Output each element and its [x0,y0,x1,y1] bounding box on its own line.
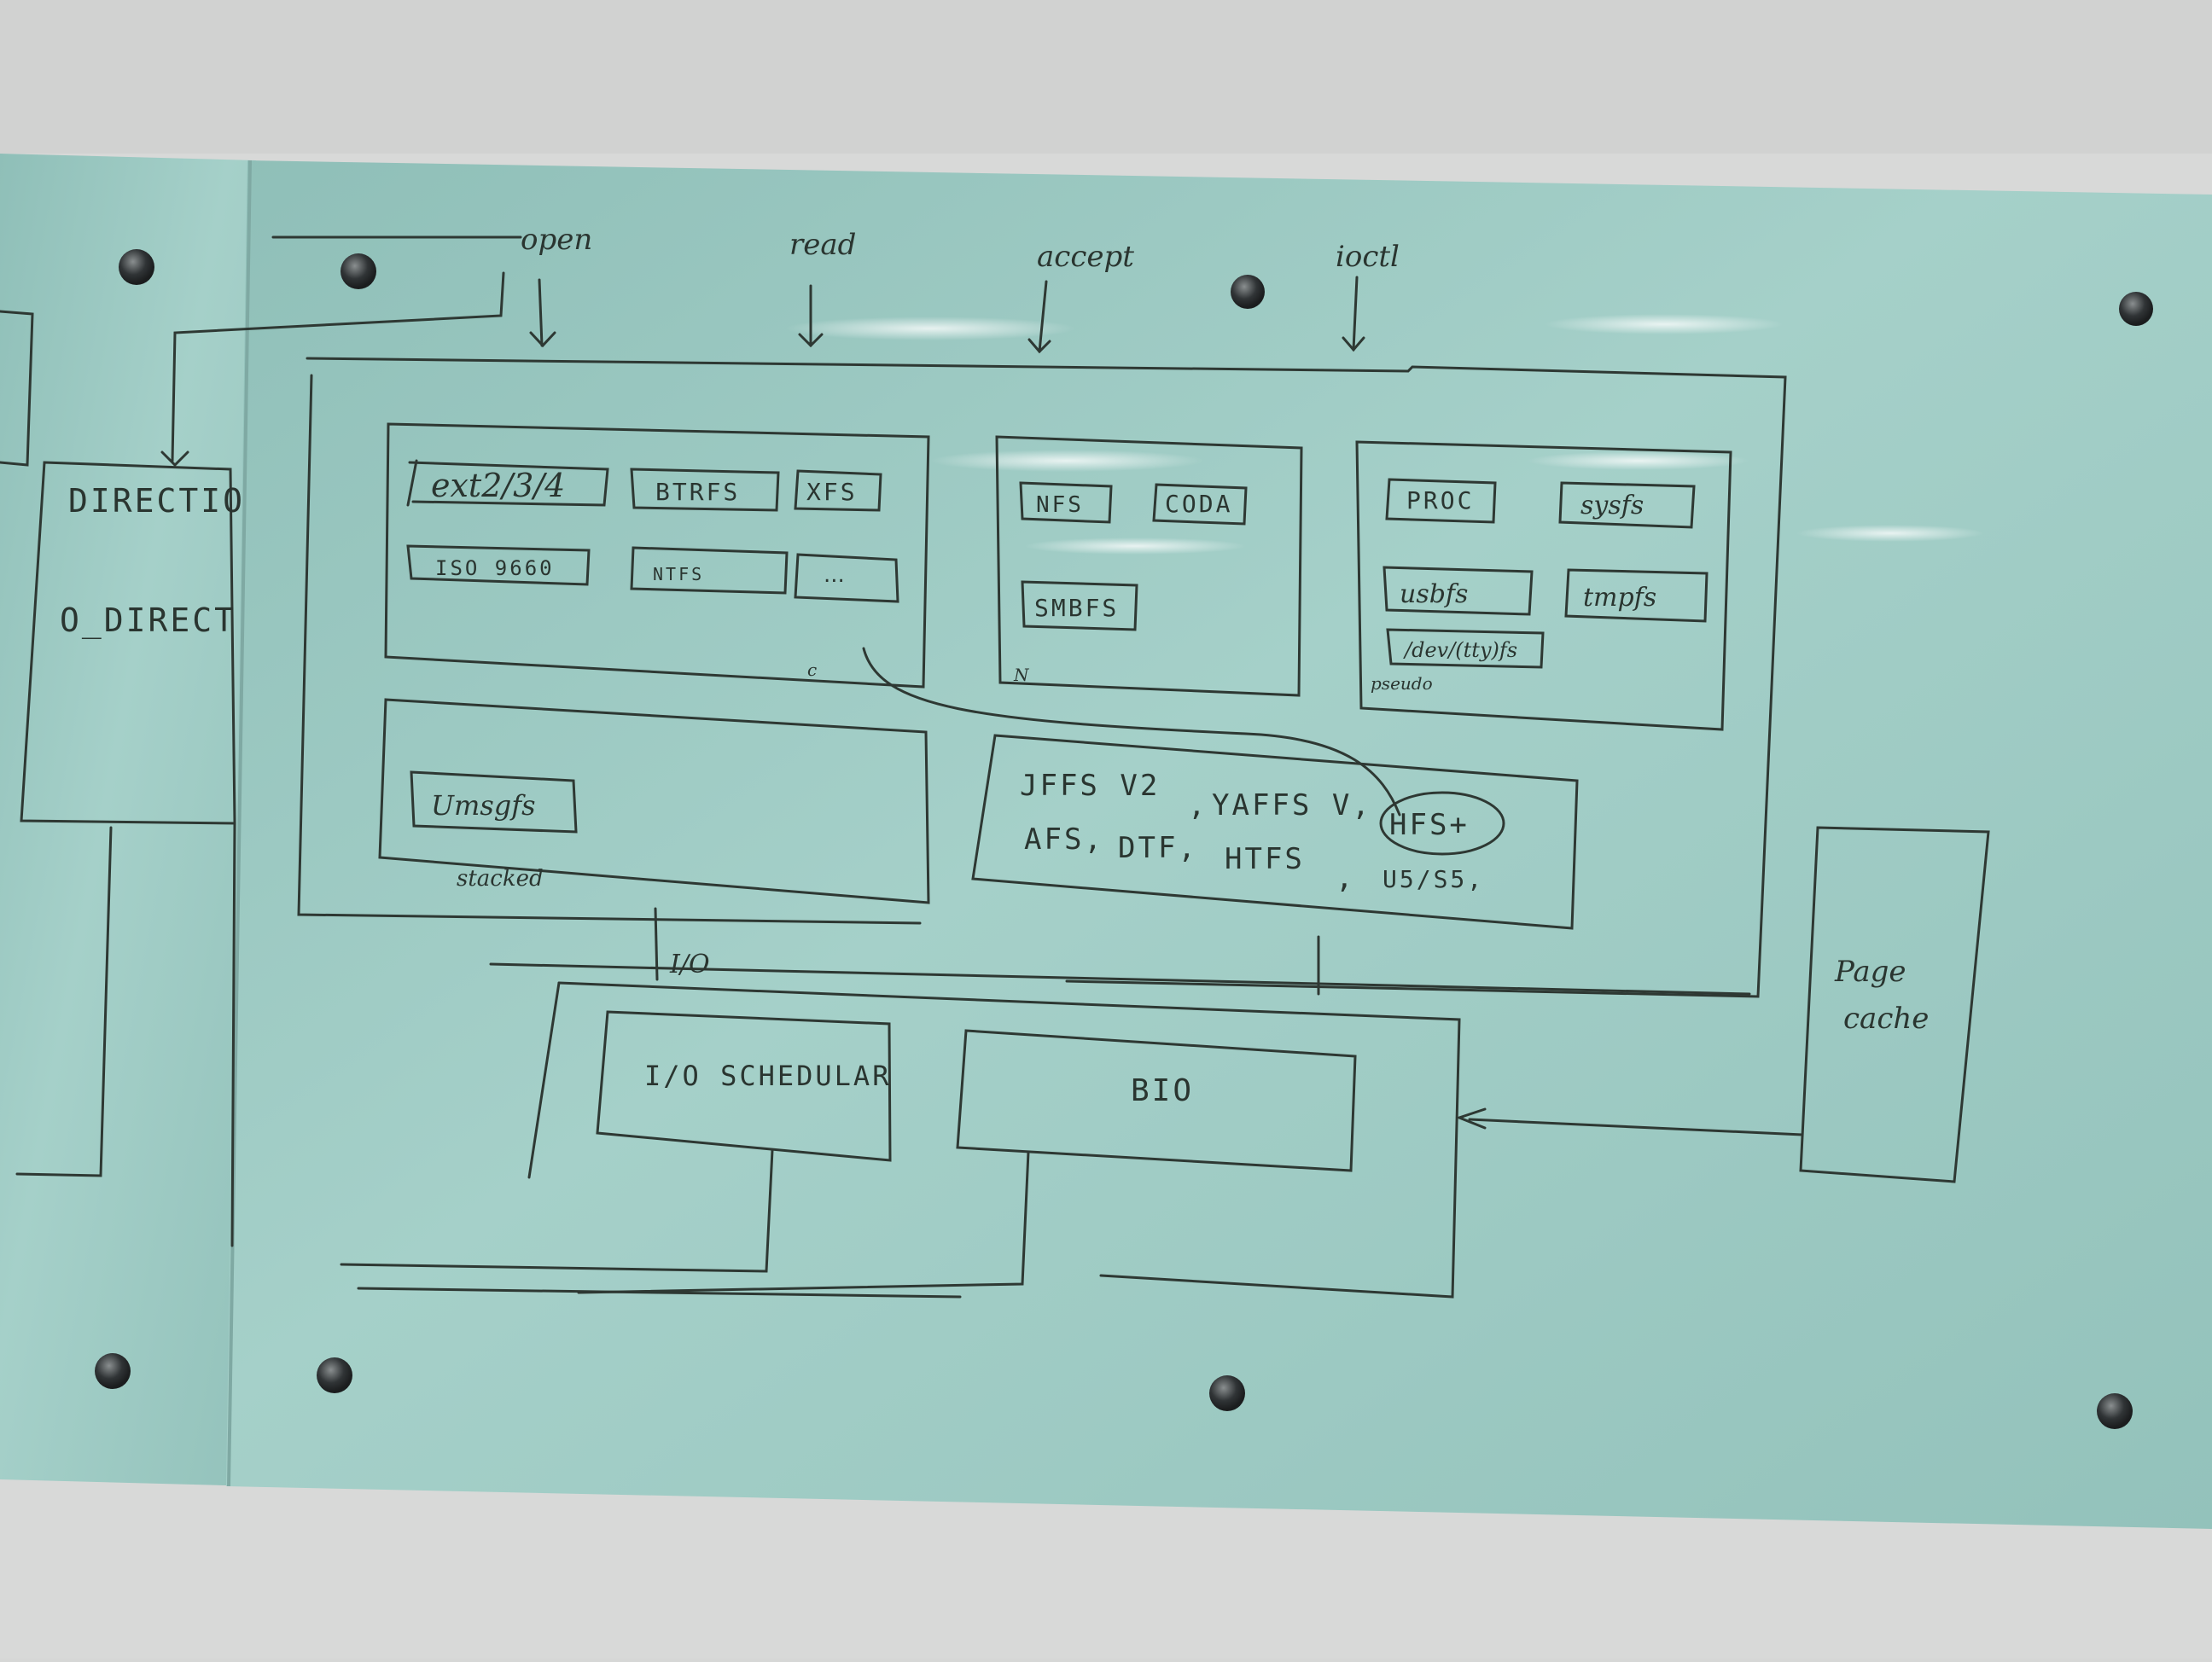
fs-hfsplus: HFS+ [1389,808,1470,842]
network-corner-label: N [1013,665,1030,685]
fs-afs: AFS, [1024,822,1104,857]
fs-coda: CODA [1165,490,1232,518]
fs-devttyfs: /dev/(tty)fs [1403,638,1517,662]
page-cache-line2: cache [1843,1002,1929,1036]
fs-xfs: XFS [806,478,858,506]
disk-filesystems: ext2/3/4 BTRFS XFS ISO 9660 NTFS ... c [431,467,858,680]
network-filesystems: NFS CODA SMBFS N [1013,490,1232,685]
glass-board-main [226,160,2212,1529]
fs-usbfs: usbfs [1400,579,1468,609]
fs-more: ... [824,562,845,588]
syscall-ioctl: ioctl [1336,240,1400,274]
fs-jffs: JFFS V2 [1020,769,1160,803]
syscall-accept: accept [1037,240,1134,274]
comma-1: , [1188,788,1208,822]
fs-yaffs: YAFFS V, [1212,788,1372,822]
disk-corner-label: c [807,660,817,680]
stacked-corner-label: stacked [457,866,544,892]
light-reflections [785,314,1984,555]
fs-htfs: HTFS [1225,842,1305,876]
fs-tmpfs: tmpfs [1583,583,1656,613]
hfs-plus-circle [1379,791,1505,856]
fs-dtf: DTF, [1118,831,1198,865]
fs-umsgfs: Umsgfs [431,789,535,822]
io-scheduler: I/O SCHEDULAR [644,1060,891,1092]
syscall-labels: open read accept ioctl [521,223,1400,274]
bio-label: BIO [1131,1073,1194,1108]
syscall-open: open [521,223,592,257]
ink-strokes [0,235,1990,1299]
comma-2: , [1336,861,1355,895]
pseudo-corner-label: pseudo [1371,673,1433,694]
fs-smbfs: SMBFS [1034,594,1119,622]
syscall-read: read [789,228,856,262]
standoff-bolts [95,249,2153,1429]
other-filesystems: JFFS V2 , YAFFS V, HFS+ AFS, DTF, HTFS ,… [1020,769,1484,895]
fs-ntfs: NTFS [653,564,704,584]
o-direct-flag: O_DIRECT [60,601,236,640]
page-cache-line1: Page [1834,955,1906,989]
fs-iso9660: ISO 9660 [435,556,555,580]
fs-nfs: NFS [1036,492,1084,518]
pseudo-filesystems: PROC sysfs usbfs tmpfs /dev/(tty)fs pseu… [1371,486,1656,694]
fs-sysfs: sysfs [1580,491,1644,520]
fs-proc: PROC [1406,486,1474,514]
glass-board-left [0,154,256,1486]
directio-title: DIRECTIO [68,482,245,520]
fs-u5s5: U5/S5, [1382,865,1484,893]
io-label: I/O [669,950,710,979]
fs-ext: ext2/3/4 [431,467,565,504]
fs-btrfs: BTRFS [655,478,740,506]
stacked-filesystems: Umsgfs stacked [431,789,544,892]
